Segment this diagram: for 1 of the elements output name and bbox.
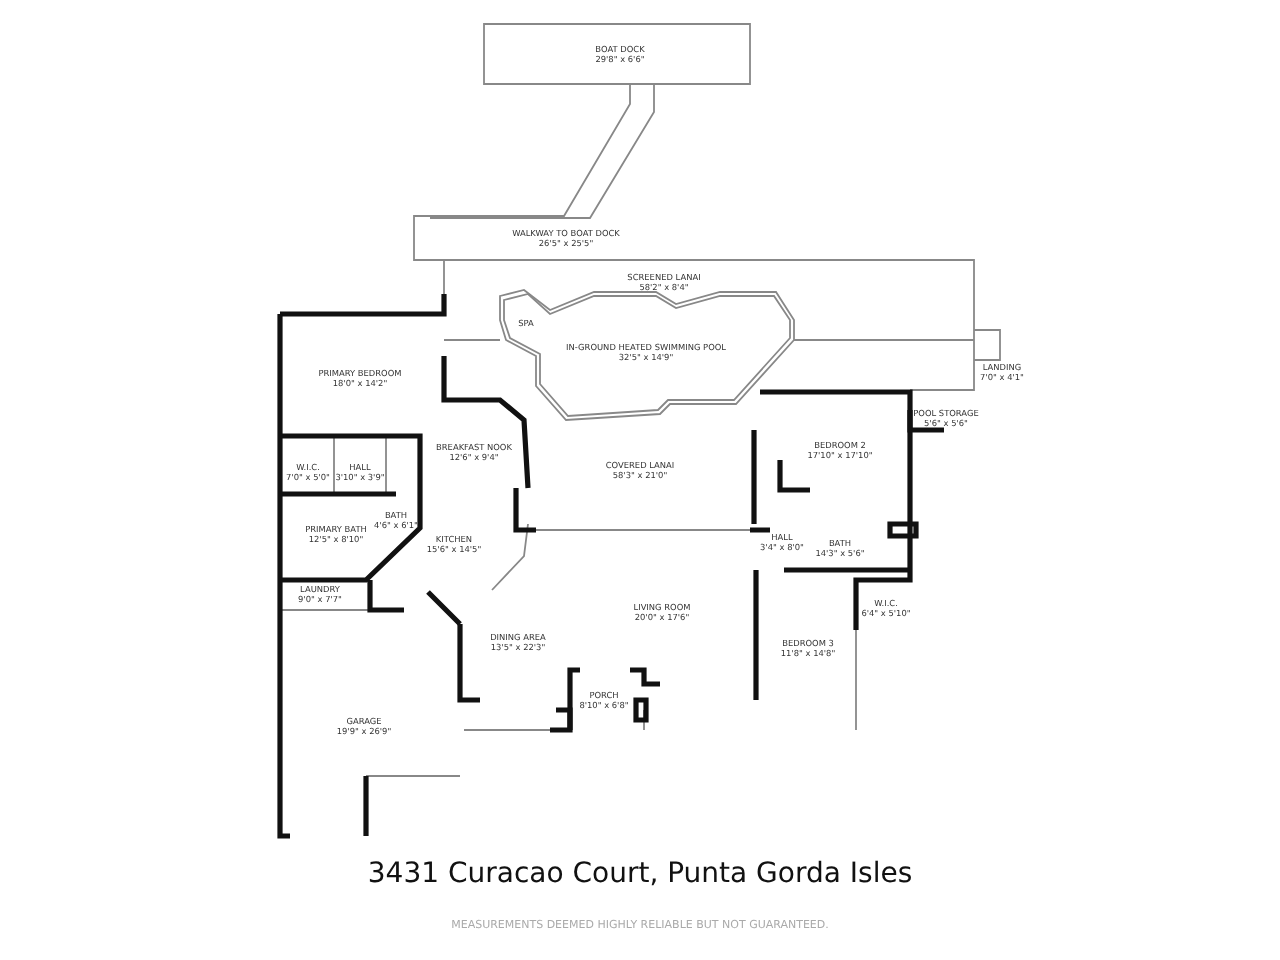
plan-title: 3431 Curacao Court, Punta Gorda Isles — [365, 858, 915, 890]
